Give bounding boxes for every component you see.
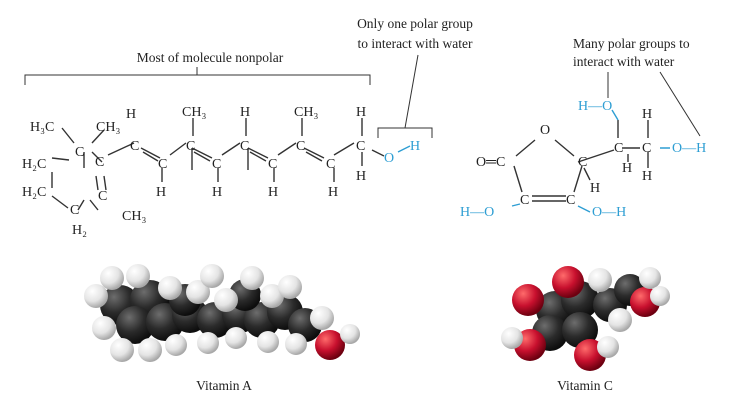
carbon-atom-sphere — [116, 306, 154, 344]
atom-o-ring: O — [540, 123, 550, 138]
hydrogen-atom-sphere — [214, 288, 238, 312]
atom-h2c-2: H₂C — [22, 185, 46, 200]
atom-h-vitamin-a-oh: H — [410, 139, 420, 154]
hydrogen-atom-sphere — [110, 338, 134, 362]
one-polar-annotation-line1: Only one polar group — [357, 16, 473, 31]
hydrogen-atom-sphere — [310, 306, 334, 330]
hydrogen-atom-sphere — [138, 338, 162, 362]
hydrogen-atom-sphere — [225, 327, 247, 349]
caption-vitamin-a: Vitamin A — [196, 378, 252, 393]
nonpolar-bracket — [24, 67, 371, 85]
many-polar-annotation-line2: interact with water — [573, 54, 675, 69]
atom-c-chain-6: C — [268, 157, 277, 172]
one-polar-annotation-line2: to interact with water — [357, 36, 473, 51]
atom-c-ring-3: C — [98, 189, 107, 204]
atom-o-carbonyl: O═C — [476, 155, 505, 170]
many-polar-annotation-line1: Many polar groups to — [573, 36, 690, 51]
hydrogen-atom-sphere — [597, 336, 619, 358]
atom-c-ring-1: C — [75, 145, 84, 160]
atom-o-vitamin-a: O — [384, 151, 394, 166]
hydrogen-atom-sphere — [257, 331, 279, 353]
atom-h-chain-9top: H — [356, 105, 366, 120]
atom-ho-top: H—O — [578, 99, 612, 114]
hydrogen-atom-sphere — [165, 334, 187, 356]
hydrogen-atom-sphere — [84, 284, 108, 308]
atom-c-ring-right: C — [578, 155, 587, 170]
vitamin-c-space-filling-model — [501, 266, 670, 371]
vitamin-a-structure: H₃C CH₃ H C H₂C C H₂C C C H₂ CH₃ C C H C… — [22, 105, 420, 238]
atom-h2c-1: H₂C — [22, 157, 46, 172]
atom-h-chain-4: H — [212, 185, 222, 200]
atom-oh-bottom: O—H — [592, 205, 626, 220]
hydrogen-atom-sphere — [197, 332, 219, 354]
hydrogen-atom-sphere — [285, 333, 307, 355]
atom-c-side-1: C — [614, 141, 623, 156]
atom-h-chain-2: H — [156, 185, 166, 200]
atom-h-chain-8: H — [328, 185, 338, 200]
atom-c-chain-9: C — [356, 139, 365, 154]
atom-h-ring: H — [590, 181, 600, 196]
atom-c-chain-2: C — [158, 157, 167, 172]
atom-c-chain-4: C — [212, 157, 221, 172]
many-polar-pointer-lines — [607, 71, 701, 137]
hydrogen-atom-sphere — [260, 284, 284, 308]
hydrogen-atom-sphere — [340, 324, 360, 344]
hydrogen-atom-sphere — [158, 276, 182, 300]
atom-c-ring-2: C — [95, 155, 104, 170]
oxygen-atom-sphere — [315, 330, 345, 360]
one-polar-bracket — [377, 54, 433, 138]
atom-ch3-chain-2: CH₃ — [294, 105, 318, 120]
hydrogen-atom-sphere — [650, 286, 670, 306]
atom-c-side-2: C — [642, 141, 651, 156]
atom-h3c-left: H₃C — [30, 120, 54, 135]
hydrogen-atom-sphere — [278, 275, 302, 299]
atom-h-side-2: H — [642, 169, 652, 184]
atom-c-chain-5: C — [240, 139, 249, 154]
atom-h-chain-6: H — [268, 185, 278, 200]
vitamin-c-structure: O O═C C H C C C C H H H H—O O—H H—O O—H — [460, 99, 706, 220]
atom-c-chain-8: C — [326, 157, 335, 172]
atom-h-chain-9bottom: H — [356, 169, 366, 184]
atom-h: H — [126, 107, 136, 122]
hydrogen-atom-sphere — [639, 267, 661, 289]
hydrogen-atom-sphere — [126, 264, 150, 288]
atom-h2-bottom: H₂ — [72, 223, 87, 238]
oxygen-atom-sphere — [552, 266, 584, 298]
atom-c-ring-4: C — [70, 203, 79, 218]
hydrogen-atom-sphere — [240, 266, 264, 290]
atom-c-chain-1: C — [130, 139, 139, 154]
hydrogen-atom-sphere — [100, 266, 124, 290]
carbon-atom-sphere — [562, 312, 598, 348]
hydrogen-atom-sphere — [200, 264, 224, 288]
atom-c-ring-low-left: C — [520, 193, 529, 208]
hydrogen-atom-sphere — [186, 280, 210, 304]
atom-c-ring-low-right: C — [566, 193, 575, 208]
caption-vitamin-c: Vitamin C — [557, 378, 613, 393]
atom-h-side-top: H — [642, 107, 652, 122]
oxygen-atom-sphere — [512, 284, 544, 316]
atom-h-side-1: H — [622, 161, 632, 176]
atom-ch3-ring: CH₃ — [96, 120, 120, 135]
hydrogen-atom-sphere — [608, 308, 632, 332]
nonpolar-annotation: Most of molecule nonpolar — [137, 50, 284, 65]
atom-h-chain-5top: H — [240, 105, 250, 120]
atom-ch3-chain-1: CH₃ — [182, 105, 206, 120]
atom-ch3-bottom: CH₃ — [122, 209, 146, 224]
hydrogen-atom-sphere — [501, 327, 523, 349]
atom-c-chain-7: C — [296, 139, 305, 154]
atom-ho-left: H—O — [460, 205, 494, 220]
hydrogen-atom-sphere — [588, 268, 612, 292]
vitamin-a-space-filling-model — [84, 264, 360, 362]
hydrogen-atom-sphere — [92, 316, 116, 340]
atom-c-chain-3: C — [186, 139, 195, 154]
atom-oh-right: O—H — [672, 141, 706, 156]
